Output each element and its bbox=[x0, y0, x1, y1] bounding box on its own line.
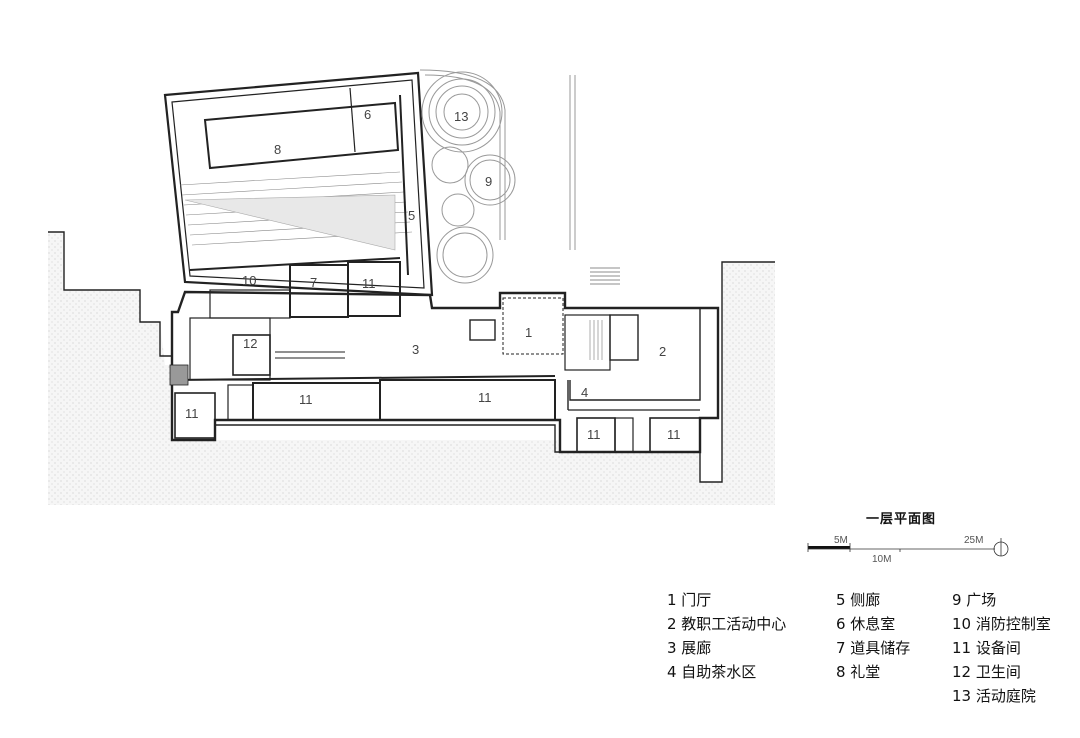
legend-item: 12 卫生间 bbox=[952, 663, 1021, 681]
room-label-2: 2 bbox=[659, 344, 666, 359]
legend-column-2: 5 侧廊 6 休息室 7 道具储存 8 礼堂 bbox=[836, 588, 910, 684]
room-label-11-d: 11 bbox=[478, 390, 492, 405]
legend-item: 13 活动庭院 bbox=[952, 687, 1036, 705]
room-label-11-f: 11 bbox=[667, 427, 681, 442]
legend-item: 3 展廊 bbox=[667, 639, 712, 657]
room-label-13: 13 bbox=[454, 109, 468, 124]
legend-item: 1 门厅 bbox=[667, 591, 712, 609]
lower-building bbox=[169, 261, 720, 454]
scale-label-25m: 25M bbox=[964, 535, 983, 546]
room-label-8: 8 bbox=[274, 142, 281, 157]
legend-item: 2 教职工活动中心 bbox=[667, 615, 787, 633]
scale-label-5m: 5M bbox=[834, 535, 848, 546]
courtyard-circles bbox=[419, 69, 576, 284]
legend-item: 8 礼堂 bbox=[836, 663, 881, 681]
room-label-4: 4 bbox=[581, 385, 588, 400]
room-label-1: 1 bbox=[525, 325, 532, 340]
room-label-10: 10 bbox=[242, 273, 256, 288]
room-label-11-e: 11 bbox=[587, 427, 601, 442]
legend-column-3: 9 广场 10 消防控制室 11 设备间 12 卫生间 13 活动庭院 bbox=[952, 588, 1051, 708]
room-label-11-a: 11 bbox=[362, 276, 376, 291]
room-label-9: 9 bbox=[485, 174, 492, 189]
room-label-7: 7 bbox=[310, 275, 317, 290]
legend-item: 4 自助茶水区 bbox=[667, 663, 757, 681]
ground-hatch-left bbox=[48, 232, 775, 505]
room-label-12: 12 bbox=[243, 336, 257, 351]
auditorium-block bbox=[163, 71, 434, 297]
room-labels: 1 2 3 4 5 6 7 8 9 10 11 11 11 11 11 11 1… bbox=[185, 107, 681, 442]
scale-label-10m: 10M bbox=[872, 554, 891, 565]
stair-corridor bbox=[589, 320, 603, 360]
legend-item: 9 广场 bbox=[952, 591, 997, 609]
plan-title: 一层平面图 bbox=[866, 512, 937, 527]
legend-item: 10 消防控制室 bbox=[952, 615, 1051, 633]
legend-item: 11 设备间 bbox=[952, 639, 1021, 657]
room-label-11-c: 11 bbox=[299, 392, 313, 407]
legend-item: 5 侧廊 bbox=[836, 591, 881, 609]
stair-top-right bbox=[590, 267, 620, 285]
legend-item: 6 休息室 bbox=[836, 615, 896, 633]
room-label-5: 5 bbox=[408, 208, 415, 223]
room-label-3: 3 bbox=[412, 342, 419, 357]
room-label-11-b: 11 bbox=[185, 406, 199, 421]
room-label-6: 6 bbox=[364, 107, 371, 122]
scale-bar: 5M 10M 25M bbox=[807, 535, 1009, 565]
legend-item: 7 道具储存 bbox=[836, 639, 911, 657]
legend-column-1: 1 门厅 2 教职工活动中心 3 展廊 4 自助茶水区 bbox=[667, 588, 786, 684]
